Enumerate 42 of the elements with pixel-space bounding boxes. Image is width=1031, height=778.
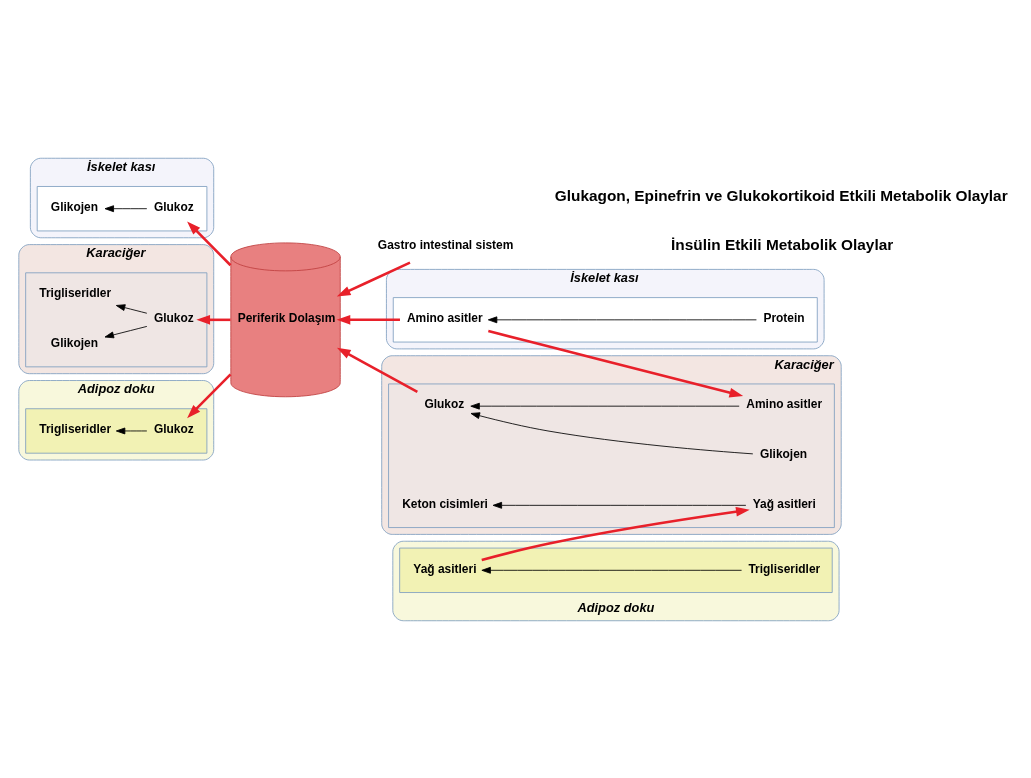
cluster <box>399 547 833 593</box>
node-text: Keton cisimleri <box>402 496 488 511</box>
arrow <box>115 427 148 434</box>
node-text: Yağ asitleri <box>413 561 477 576</box>
node-text: Glikojen <box>759 446 808 461</box>
node-text: Trigliseridler <box>39 285 112 300</box>
node-text: Glukoz <box>153 421 194 436</box>
node-text: Glukoz <box>153 310 194 325</box>
cluster <box>392 296 818 342</box>
label: İnsülin Etkili Metabolik Olaylar <box>671 235 894 253</box>
cluster <box>388 383 835 528</box>
arrow <box>104 204 148 212</box>
node-text: Amino asitler <box>746 396 823 411</box>
cluster <box>25 271 208 367</box>
node-text: Glukoz <box>424 396 465 411</box>
node-text: Gastro intestinal sistem <box>377 237 514 252</box>
arrow <box>336 347 418 393</box>
arrow <box>336 260 411 296</box>
arrow <box>492 501 747 509</box>
arrow <box>488 329 744 397</box>
node-text: Protein <box>763 310 805 325</box>
arrow <box>187 373 232 418</box>
cluster <box>25 407 208 454</box>
arrow <box>487 315 757 323</box>
cluster <box>36 185 208 231</box>
arrow <box>104 325 148 338</box>
arrow <box>196 314 231 325</box>
arrow <box>470 411 754 454</box>
node-text: Trigliseridler <box>39 421 112 436</box>
node-text: Glikojen <box>50 199 99 214</box>
node-text: Trigliseridler <box>748 561 821 576</box>
arrow <box>481 566 742 574</box>
arrow <box>187 221 232 266</box>
node-text: Amino asitler <box>406 310 483 325</box>
node-text: Yağ asitleri <box>752 496 816 511</box>
arrow <box>481 506 750 561</box>
node-text: Glukoz <box>153 199 194 214</box>
node-text: Glikojen <box>50 335 99 350</box>
arrow <box>470 402 740 410</box>
arrow <box>336 314 400 325</box>
label: Glukagon, Epinefrin ve Glukokortikoid Etkili Metabolik Olaylar <box>554 185 1008 203</box>
arrow <box>115 303 148 314</box>
